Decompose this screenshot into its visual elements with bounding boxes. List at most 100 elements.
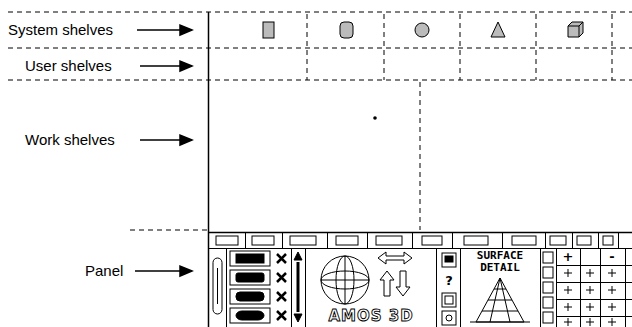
logo-text: AMOS 3D — [328, 308, 413, 325]
panel-stroke — [464, 236, 488, 245]
panel-stroke — [470, 322, 530, 323]
panel-stroke — [415, 23, 429, 37]
panel-stroke — [378, 252, 412, 264]
panel-stroke — [608, 269, 616, 277]
panel-stroke — [294, 252, 302, 322]
panel-stroke — [376, 236, 402, 245]
panel-stroke — [445, 256, 453, 262]
panel-stroke — [564, 269, 572, 277]
panel-stroke — [236, 273, 264, 282]
panel-stroke — [586, 318, 594, 326]
panel-stroke — [321, 256, 369, 304]
panel-stroke — [130, 230, 208, 231]
panel-stroke — [230, 270, 270, 285]
panel-stroke — [476, 278, 524, 322]
panel-stroke — [556, 282, 632, 283]
part-label: System shelves — [8, 22, 113, 39]
panel-stroke — [321, 280, 369, 281]
panel-stroke — [277, 311, 286, 320]
panel-stroke — [598, 233, 599, 248]
panel-stroke — [436, 248, 437, 327]
panel-stroke — [208, 12, 210, 327]
panel-stroke — [618, 233, 619, 248]
panel-stroke — [180, 135, 192, 145]
panel-stroke — [543, 252, 553, 323]
panel-stroke — [586, 269, 594, 277]
panel-stroke — [536, 14, 537, 80]
panel-stroke — [445, 296, 453, 304]
panel-stroke — [564, 286, 572, 294]
panel-stroke — [608, 318, 616, 326]
panel-stroke — [550, 236, 566, 245]
panel-stroke — [603, 236, 613, 245]
panel-stroke — [545, 233, 546, 248]
button-symbol: - — [609, 250, 614, 264]
panel-stroke — [422, 236, 442, 245]
panel-stroke — [543, 267, 553, 278]
panel-stroke — [543, 252, 553, 263]
panel-stroke — [380, 271, 394, 296]
panel-stroke — [230, 251, 270, 266]
panel-stroke — [452, 233, 453, 248]
panel-stroke — [556, 299, 632, 300]
panel-stroke — [230, 308, 270, 323]
panel-stroke — [236, 311, 264, 320]
panel-stroke — [291, 248, 292, 327]
panel-stroke — [236, 254, 264, 263]
panel-stroke — [384, 14, 385, 80]
panel-stroke — [305, 248, 306, 327]
button-label: SURFACE DETAIL — [468, 250, 532, 274]
panel-stroke — [556, 265, 632, 266]
panel-stroke — [277, 273, 286, 282]
panel-stroke — [502, 233, 503, 248]
panel-stroke — [600, 248, 601, 327]
panel-stroke — [8, 80, 632, 81]
panel-stroke — [556, 248, 632, 327]
panel-stroke — [540, 248, 541, 327]
panel-stroke — [236, 292, 264, 301]
panel-stroke — [340, 22, 353, 38]
panel-stroke — [180, 25, 192, 35]
panel-stroke — [446, 315, 452, 321]
panel-stroke — [217, 268, 218, 304]
panel-stroke — [568, 22, 583, 37]
panel-stroke — [290, 236, 316, 245]
panel-stroke — [230, 251, 286, 323]
button-symbol: + — [563, 250, 574, 264]
panel-stroke — [460, 14, 461, 80]
help-symbol: ? — [445, 274, 453, 288]
panel-stroke — [412, 233, 413, 248]
panel-stroke — [8, 12, 632, 13]
panel-stroke — [460, 248, 461, 327]
panel-stroke — [137, 29, 182, 31]
panel-stroke — [8, 12, 632, 230]
panel-stroke — [543, 297, 553, 308]
panel-stroke — [608, 303, 616, 311]
panel-stroke — [216, 233, 619, 248]
panel-stroke — [564, 318, 572, 326]
panel-stroke — [8, 48, 632, 49]
panel-stroke — [442, 293, 456, 307]
panel-stroke — [556, 248, 557, 327]
panel-stroke — [442, 253, 456, 267]
panel-stroke — [135, 25, 192, 276]
panel-stroke — [216, 236, 238, 245]
panel-stroke — [282, 233, 283, 248]
panel-stroke — [373, 116, 377, 120]
panel-stroke — [612, 14, 613, 80]
panel-stroke — [208, 248, 632, 249]
panel-stroke — [307, 14, 308, 80]
panel-stroke — [336, 236, 358, 245]
part-label: User shelves — [25, 58, 112, 75]
panel-stroke — [608, 286, 616, 294]
part-label: Panel — [85, 263, 123, 280]
panel-stroke — [420, 82, 421, 230]
panel-stroke — [396, 271, 410, 296]
panel-stroke — [442, 311, 456, 325]
panel-stroke — [277, 292, 286, 301]
panel-stroke — [327, 233, 328, 248]
panel-stroke — [180, 61, 192, 71]
panel-stroke — [226, 248, 227, 327]
panel-stroke — [580, 248, 581, 327]
panel-stroke — [556, 316, 632, 317]
